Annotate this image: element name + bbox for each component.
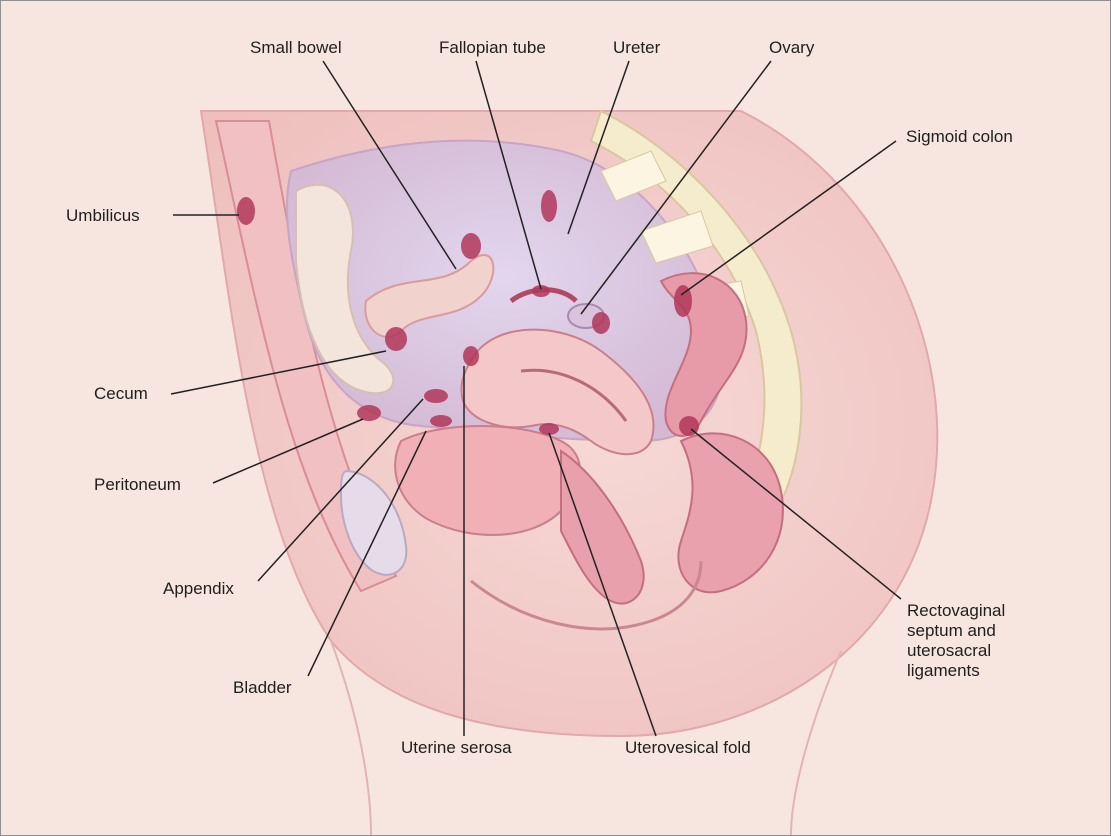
lesion-peritoneum — [357, 405, 381, 421]
lesion-bladder — [430, 415, 452, 427]
label-bladder: Bladder — [233, 678, 292, 698]
label-uterine-serosa: Uterine serosa — [401, 738, 512, 758]
label-ureter: Ureter — [613, 38, 660, 58]
label-cecum: Cecum — [94, 384, 148, 404]
label-ovary: Ovary — [769, 38, 814, 58]
label-small-bowel: Small bowel — [250, 38, 342, 58]
label-rectovaginal-septum: Rectovaginal septum and uterosacral liga… — [907, 601, 1057, 681]
lesion-ureter — [541, 190, 557, 222]
lesion-appendix — [424, 389, 448, 403]
label-uterovesical-fold: Uterovesical fold — [625, 738, 751, 758]
lesion-ovary — [592, 312, 610, 334]
label-appendix: Appendix — [163, 579, 234, 599]
label-umbilicus: Umbilicus — [66, 206, 140, 226]
lesion-cecum — [385, 327, 407, 351]
lesion-umbilicus — [237, 197, 255, 225]
label-peritoneum: Peritoneum — [94, 475, 181, 495]
lesion-small-bowel — [461, 233, 481, 259]
label-sigmoid-colon: Sigmoid colon — [906, 127, 1013, 147]
label-fallopian-tube: Fallopian tube — [439, 38, 546, 58]
lesion-uterine-serosa — [463, 346, 479, 366]
